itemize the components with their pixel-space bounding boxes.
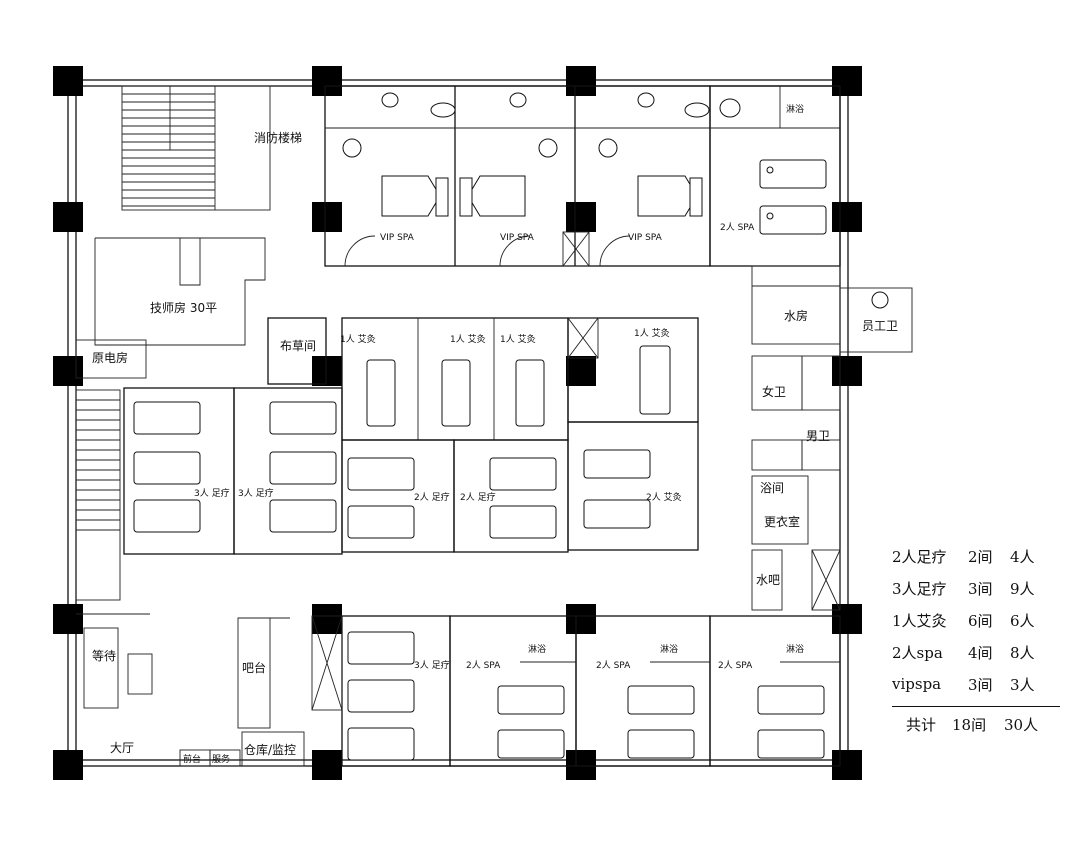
legend-rooms: 6间 — [968, 611, 993, 630]
water-room-label: 水房 — [784, 308, 808, 323]
locker-label: 更衣室 — [764, 514, 800, 529]
shower-b-label: 淋浴 — [660, 643, 678, 655]
shower-a-label: 淋浴 — [528, 643, 546, 655]
vip-spa-rooms — [324, 85, 711, 267]
lower-stair — [75, 389, 121, 601]
sign-b-label: 服务 — [212, 753, 230, 765]
legend-people: 4人 — [1010, 547, 1035, 566]
moxa-rooms — [267, 317, 699, 551]
foot-2b-label: 2人 足疗 — [460, 491, 496, 503]
shower-top-label: 淋浴 — [786, 103, 804, 115]
foot-3c-label: 3人 足疗 — [414, 659, 450, 671]
legend-type: 3人足疗 — [892, 579, 947, 598]
spa-top-label: 2人 SPA — [720, 222, 755, 233]
foot-3b-label: 3人 足疗 — [238, 487, 274, 499]
male-wc-label: 男卫 — [806, 429, 830, 443]
legend-type: vipspa — [892, 675, 942, 693]
warehouse-label: 仓库/监控 — [244, 742, 296, 757]
waiting-label: 等待 — [92, 649, 116, 663]
sign-a-label: 前台 — [183, 753, 201, 765]
fire-stair-label: 消防楼梯 — [254, 130, 302, 145]
vip-spa-3-label: VIP SPA — [628, 233, 663, 243]
legend-rooms: 3间 — [968, 579, 993, 598]
legend-row: vipspa 3间 3人 — [892, 668, 1062, 700]
legend-type: 2人spa — [892, 643, 943, 662]
spa-c-label: 2人 SPA — [718, 660, 753, 671]
spa-b-label: 2人 SPA — [596, 660, 631, 671]
legend-people: 3人 — [1010, 675, 1035, 694]
moxa-1c-label: 1人 艾灸 — [500, 333, 536, 345]
foot-3a-label: 3人 足疗 — [194, 487, 230, 499]
total-people: 30人 — [1004, 715, 1039, 734]
moxa-1b-label: 1人 艾灸 — [450, 333, 486, 345]
bottom-rooms — [311, 615, 841, 767]
legend-row: 2人spa 4间 8人 — [892, 636, 1062, 668]
legend-rooms: 2间 — [968, 547, 993, 566]
therapist-room-label: 技师房 30平 — [150, 300, 217, 315]
legend-type: 1人艾灸 — [892, 611, 947, 630]
shower-c-label: 淋浴 — [786, 643, 804, 655]
spa-a-label: 2人 SPA — [466, 660, 501, 671]
staff-wc-label: 员工卫 — [862, 319, 898, 333]
legend-type: 2人足疗 — [892, 547, 947, 566]
room-summary-legend: 2人足疗 2间 4人 3人足疗 3间 9人 1人艾灸 6间 6人 2人spa 4… — [892, 540, 1062, 741]
vip-spa-2-label: VIP SPA — [500, 233, 535, 243]
moxa-1d-label: 1人 艾灸 — [634, 327, 670, 339]
water-bar-label: 水吧 — [756, 573, 780, 587]
legend-total-row: 共计 18间 30人 — [892, 707, 1062, 741]
service-rooms-right — [751, 265, 913, 611]
legend-rooms: 3间 — [968, 675, 993, 694]
legend-rooms: 4间 — [968, 643, 993, 662]
lobby-label: 大厅 — [110, 741, 134, 755]
foot-2a-label: 2人 足疗 — [414, 491, 450, 503]
bar-label: 吧台 — [242, 660, 266, 675]
legend-row: 3人足疗 3间 9人 — [892, 572, 1062, 604]
moxa-1a-label: 1人 艾灸 — [340, 333, 376, 345]
spa-room-top — [709, 85, 841, 267]
total-rooms: 18间 — [952, 715, 987, 734]
total-label: 共计 — [906, 715, 937, 734]
structural-columns — [53, 66, 862, 780]
foot-rooms-middle — [123, 387, 569, 555]
power-room-label: 原电房 — [92, 350, 128, 365]
room-labels: 消防楼梯 技师房 30平 原电房 布草间 VIP SPA VIP SPA VIP… — [92, 103, 898, 765]
legend-divider — [892, 706, 1060, 707]
legend-people: 8人 — [1010, 643, 1035, 662]
legend-people: 6人 — [1010, 611, 1035, 630]
female-wc-label: 女卫 — [762, 384, 786, 399]
lobby — [76, 613, 305, 767]
washroom-label: 浴间 — [760, 481, 784, 495]
linen-room-label: 布草间 — [280, 339, 316, 353]
fire-stair — [121, 85, 271, 211]
vip-spa-1-label: VIP SPA — [380, 233, 415, 243]
legend-row: 2人足疗 2间 4人 — [892, 540, 1062, 572]
legend-row: 1人艾灸 6间 6人 — [892, 604, 1062, 636]
legend-people: 9人 — [1010, 579, 1035, 598]
moxa-2-label: 2人 艾灸 — [646, 491, 682, 503]
therapist-room — [75, 237, 266, 379]
